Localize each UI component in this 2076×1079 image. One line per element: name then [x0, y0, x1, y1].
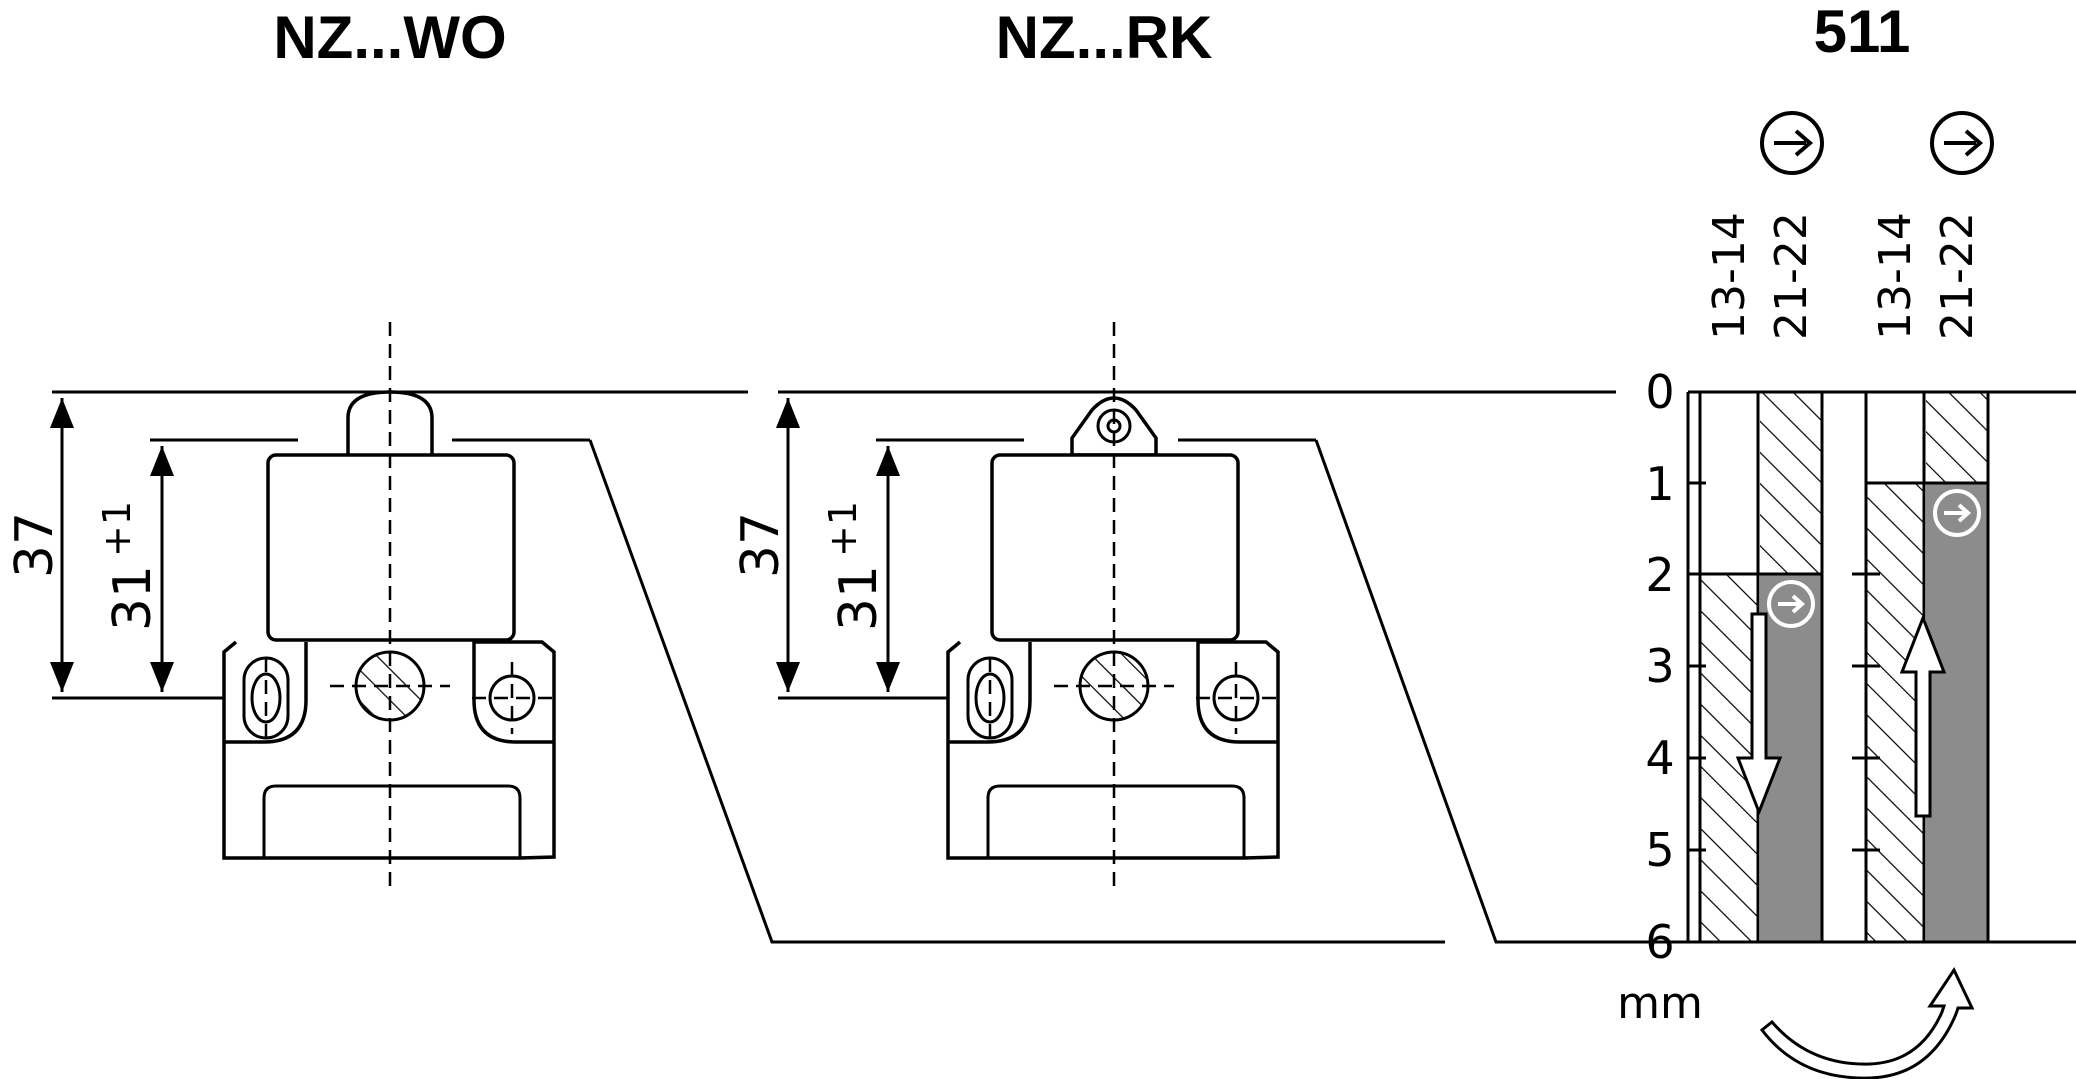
title-nz-wo: NZ...WO	[273, 4, 506, 71]
positive-opening-icon	[1933, 489, 1981, 537]
scale-tick-2: 2	[1645, 548, 1674, 602]
scale-tick-4: 4	[1645, 731, 1674, 785]
bar-21-22-actuation-closed	[1760, 392, 1822, 574]
scale-tick-5: 5	[1645, 823, 1674, 877]
dim-total-height-wo: 37	[5, 512, 65, 578]
scale-tick-3: 3	[1645, 639, 1674, 693]
dim-total-height-rk: 37	[731, 512, 791, 578]
title-diagram-511: 511	[1814, 0, 1911, 65]
scale-ticks	[1688, 481, 1880, 852]
contact-label-13-14-release: 13-14	[1870, 212, 1921, 340]
positive-opening-icon	[1767, 580, 1815, 628]
dim-actuation-height-wo: 31	[103, 565, 163, 631]
travel-diagram: 13-14 21-22 13-14 21-22	[1616, 111, 2076, 1079]
positive-opening-icon	[1760, 111, 1824, 175]
scale-tick-0: 0	[1645, 365, 1674, 419]
switch-nz-rk: 37 31 +1	[731, 322, 1616, 944]
contact-label-21-22-actuation: 21-22	[1766, 212, 1817, 340]
bar-13-14-release-closed	[1866, 483, 1924, 942]
dim-actuation-tolerance-wo: +1	[95, 501, 139, 557]
bar-21-22-release-closed	[1926, 392, 1988, 483]
switch-nz-wo: 37 31 +1	[5, 322, 1445, 944]
positive-opening-icon	[1930, 111, 1994, 175]
actuation-direction-arrow-icon	[1735, 612, 1783, 817]
dim-actuation-height-rk: 31	[829, 565, 889, 631]
contact-label-21-22-release: 21-22	[1932, 212, 1983, 340]
scale-tick-6: 6	[1645, 915, 1674, 969]
bar-21-22-release-open	[1926, 483, 1988, 942]
contact-label-13-14-actuation: 13-14	[1704, 212, 1755, 340]
dim-actuation-tolerance-rk: +1	[821, 501, 865, 557]
scale-tick-1: 1	[1645, 457, 1674, 511]
scale-unit: mm	[1617, 978, 1703, 1029]
title-nz-rk: NZ...RK	[996, 4, 1213, 71]
return-direction-arrow-icon	[1899, 613, 1947, 818]
cycle-return-arrow-icon	[1759, 966, 1975, 1079]
